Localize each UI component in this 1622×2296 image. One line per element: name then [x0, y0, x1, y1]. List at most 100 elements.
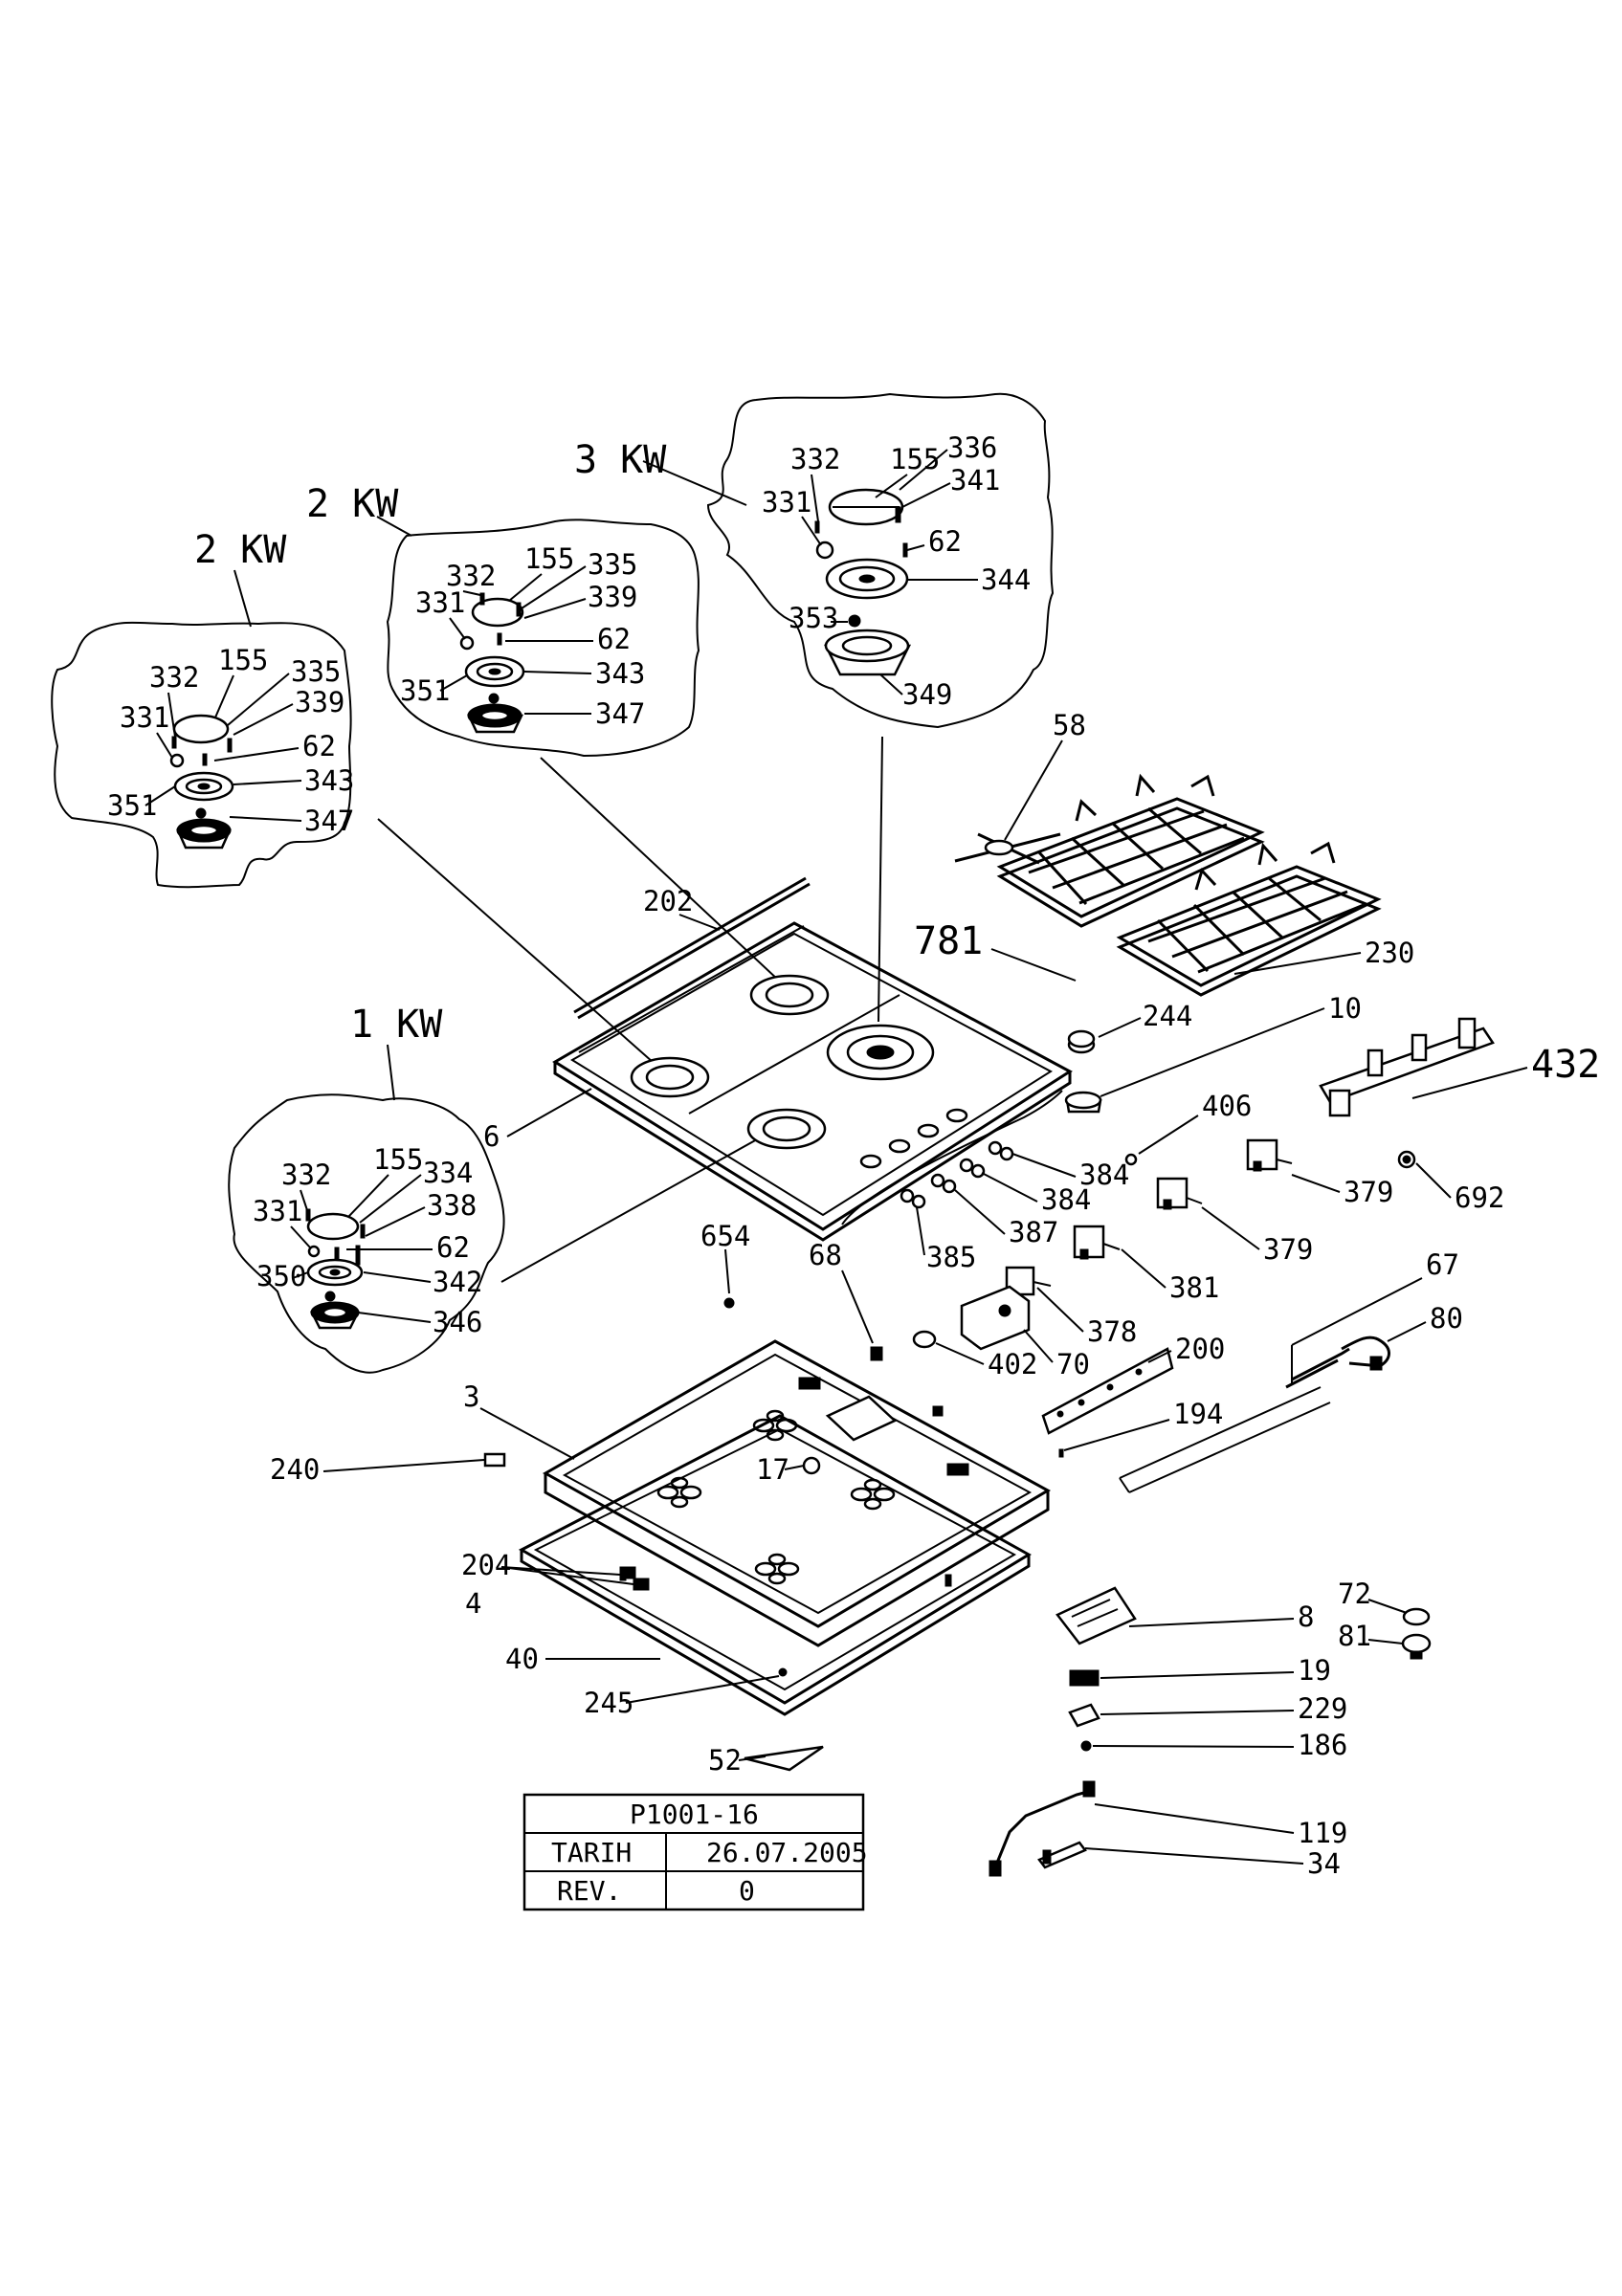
- part-label: 347: [304, 805, 354, 837]
- part-label: 119: [1298, 1817, 1347, 1849]
- part-label: 384: [1079, 1159, 1129, 1191]
- drawing-number: P1001-16: [630, 1799, 759, 1830]
- part-label: 351: [400, 674, 450, 707]
- part-label: 339: [295, 686, 344, 718]
- triangle-label: [744, 1745, 824, 1772]
- part-label: 67: [1426, 1248, 1459, 1281]
- power-cable: [993, 1789, 1092, 1868]
- switch: [1156, 1177, 1189, 1209]
- gas-hose: [1291, 1347, 1350, 1381]
- part-label: 332: [446, 560, 496, 592]
- part-label: 200: [1175, 1333, 1225, 1365]
- part-label: 70: [1056, 1348, 1090, 1380]
- valve-manifold: [825, 1395, 898, 1442]
- part-label: 80: [1430, 1302, 1463, 1335]
- pan-support-right: [1116, 841, 1382, 997]
- part-label: 406: [1202, 1090, 1252, 1122]
- detail-title: 2 KW: [306, 482, 399, 526]
- clip: [870, 1346, 883, 1361]
- hob-top-plate: [552, 876, 1073, 1242]
- part-label: 332: [790, 443, 840, 475]
- part-label: 244: [1143, 1000, 1192, 1032]
- part-label: 331: [120, 701, 169, 734]
- electrode: [895, 506, 901, 523]
- part-label: 654: [700, 1220, 750, 1252]
- part-label: 4: [465, 1587, 481, 1620]
- part-label: 6: [483, 1120, 500, 1153]
- part-label: 194: [1173, 1398, 1223, 1430]
- part-label: 378: [1087, 1315, 1137, 1348]
- connector-240: [483, 1452, 506, 1468]
- part-label: 432: [1531, 1043, 1600, 1087]
- part-label: 332: [149, 661, 199, 694]
- part-label: 335: [588, 548, 637, 581]
- ring-17: [802, 1456, 821, 1475]
- date-label: TARIH: [551, 1837, 632, 1868]
- part-label: 339: [588, 581, 637, 613]
- part-label: 336: [947, 431, 997, 464]
- part-label: 387: [1009, 1216, 1058, 1248]
- detail-title: 3 KW: [574, 438, 667, 482]
- part-label: 62: [436, 1231, 470, 1264]
- detail-title: 2 KW: [194, 528, 287, 572]
- part-label: 155: [524, 542, 574, 575]
- part-label: 240: [270, 1453, 320, 1486]
- detail-outline: [228, 1093, 505, 1374]
- bushing: [912, 1330, 937, 1349]
- part-label: 331: [253, 1195, 302, 1227]
- part-label: 8: [1298, 1601, 1314, 1633]
- part-label: 72: [1338, 1578, 1371, 1610]
- part-label: 62: [597, 623, 631, 655]
- part-label: 338: [427, 1189, 477, 1222]
- valves-and-electrics: [723, 1017, 1495, 1493]
- rail-bracket: [1319, 1027, 1495, 1104]
- terminal-block: [1069, 1669, 1100, 1687]
- part-label: 344: [981, 563, 1031, 596]
- part-label: 155: [890, 443, 940, 475]
- part-label: 204: [461, 1549, 511, 1581]
- part-label: 155: [373, 1143, 423, 1176]
- part-label: 385: [926, 1241, 976, 1273]
- wok-ring-58: [954, 832, 1061, 865]
- burner-cap: [306, 1212, 360, 1241]
- part-label: 343: [595, 657, 645, 690]
- burner-cap: [471, 597, 524, 628]
- part-label: 68: [809, 1239, 842, 1271]
- switch: [1246, 1138, 1278, 1171]
- detail-outline: [386, 519, 700, 758]
- part-label: 342: [433, 1266, 482, 1298]
- part-label: 229: [1298, 1692, 1347, 1725]
- part-label: 353: [789, 602, 838, 634]
- part-label: 781: [914, 919, 983, 963]
- revision-label: REV.: [557, 1875, 621, 1907]
- part-label: 186: [1298, 1729, 1347, 1761]
- part-label: 19: [1298, 1654, 1331, 1687]
- part-label: 202: [643, 885, 693, 917]
- detail-outline: [706, 392, 1055, 729]
- small-screw: [815, 541, 834, 560]
- part-label: 230: [1365, 937, 1414, 969]
- part-label: 3: [463, 1380, 479, 1413]
- burner-detail-2kw-middle: 2 KW 332 155 335 339 331 62 351 343 347: [306, 482, 700, 758]
- bracket-8: [1055, 1586, 1137, 1645]
- part-label: 62: [302, 730, 336, 762]
- part-label: 402: [988, 1348, 1037, 1380]
- part-label: 349: [902, 678, 952, 711]
- part-label: 331: [415, 586, 465, 619]
- part-label: 379: [1344, 1176, 1393, 1208]
- part-label: 81: [1338, 1620, 1371, 1652]
- part-label: 40: [505, 1643, 539, 1675]
- burner-cap: [172, 714, 230, 744]
- part-label: 17: [756, 1453, 789, 1486]
- detail-title: 1 KW: [350, 1003, 443, 1047]
- date-value: 26.07.2005: [706, 1837, 868, 1868]
- part-label: 331: [762, 486, 811, 519]
- part-label: 379: [1263, 1233, 1313, 1266]
- part-label: 34: [1307, 1847, 1341, 1880]
- part-label: 381: [1169, 1271, 1219, 1304]
- part-label: 245: [584, 1687, 633, 1719]
- part-label: 384: [1041, 1183, 1091, 1216]
- part-label: 343: [304, 764, 354, 797]
- small-parts: [483, 1452, 1432, 1877]
